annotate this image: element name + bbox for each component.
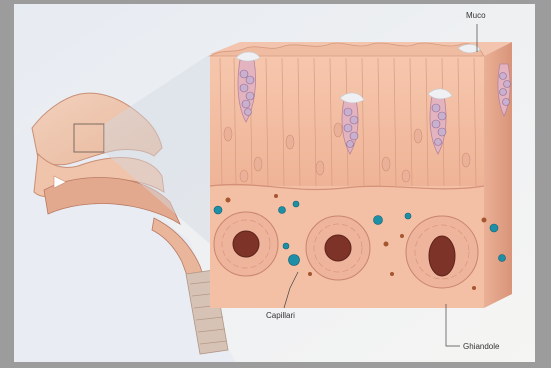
ghiandole-label: Ghiandole [463,342,499,351]
nasal-mucosa-illustration [14,4,535,362]
tissue-block [210,42,512,308]
capillari-label: Capillari [266,311,295,320]
illustration-plate: Muco Capillari Ghiandole [14,4,535,362]
gland-3 [406,216,478,288]
muco-label: Muco [466,11,486,20]
gland-1 [214,212,278,276]
gland-2 [306,216,370,280]
